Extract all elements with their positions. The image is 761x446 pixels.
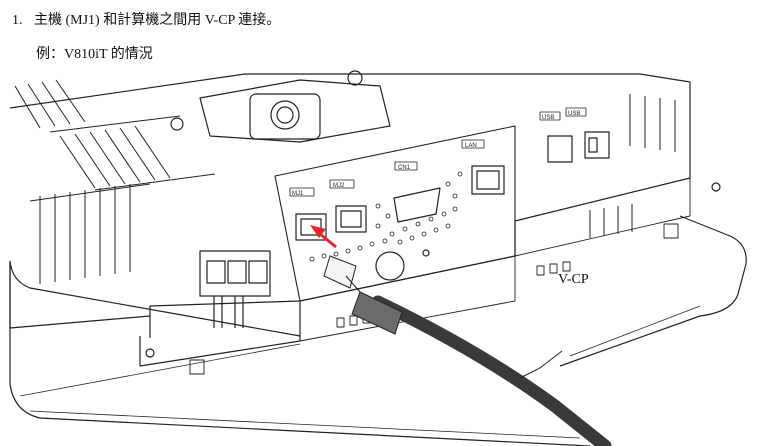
instruction-step: 1. 主機 (MJ1) 和計算機之間用 V-CP 連接。 — [12, 9, 280, 29]
port-label-usb-b: USB — [568, 111, 580, 117]
port-label-tags — [289, 107, 587, 197]
rear-vent-columns — [589, 94, 676, 238]
v-cp-callout-label: V-CP — [558, 272, 589, 287]
hmi-connection-illustration: MJ1 MJ2 CN1 LAN USB USB — [9, 70, 747, 446]
port-label-lan: LAN — [465, 143, 477, 149]
panel-perforations — [309, 171, 463, 262]
step-number: 1. — [12, 13, 23, 28]
mounting-hole — [375, 251, 405, 281]
step-text: 主機 (MJ1) 和計算機之間用 V-CP 連接。 — [34, 13, 281, 28]
port-label-usb-a: USB — [542, 115, 554, 121]
bezel-frame — [9, 215, 747, 446]
cn1-connector — [393, 187, 441, 223]
usb-ports — [547, 131, 610, 163]
power-terminal-block — [199, 250, 271, 328]
rear-housing — [9, 73, 691, 397]
example-caption: 例：V810iT 的情況 — [36, 47, 153, 62]
port-label-mj1: MJ1 — [292, 191, 304, 197]
port-label-cn1: CN1 — [398, 165, 411, 171]
vent-slots-bottom — [189, 223, 679, 375]
io-connector-panel — [274, 125, 516, 302]
port-label-mj2: MJ2 — [333, 183, 345, 189]
insertion-arrow — [310, 225, 337, 249]
mj1-port — [295, 213, 327, 241]
callout-leader-line — [519, 350, 563, 379]
lan-port — [471, 165, 505, 195]
mj2-port — [335, 205, 367, 233]
vent-slats-top — [14, 79, 216, 191]
v-cp-cable — [323, 255, 612, 446]
battery-cover — [170, 70, 391, 143]
vent-slats-side — [29, 183, 151, 284]
rj-plug — [323, 255, 357, 289]
mounting-screws — [145, 182, 721, 358]
